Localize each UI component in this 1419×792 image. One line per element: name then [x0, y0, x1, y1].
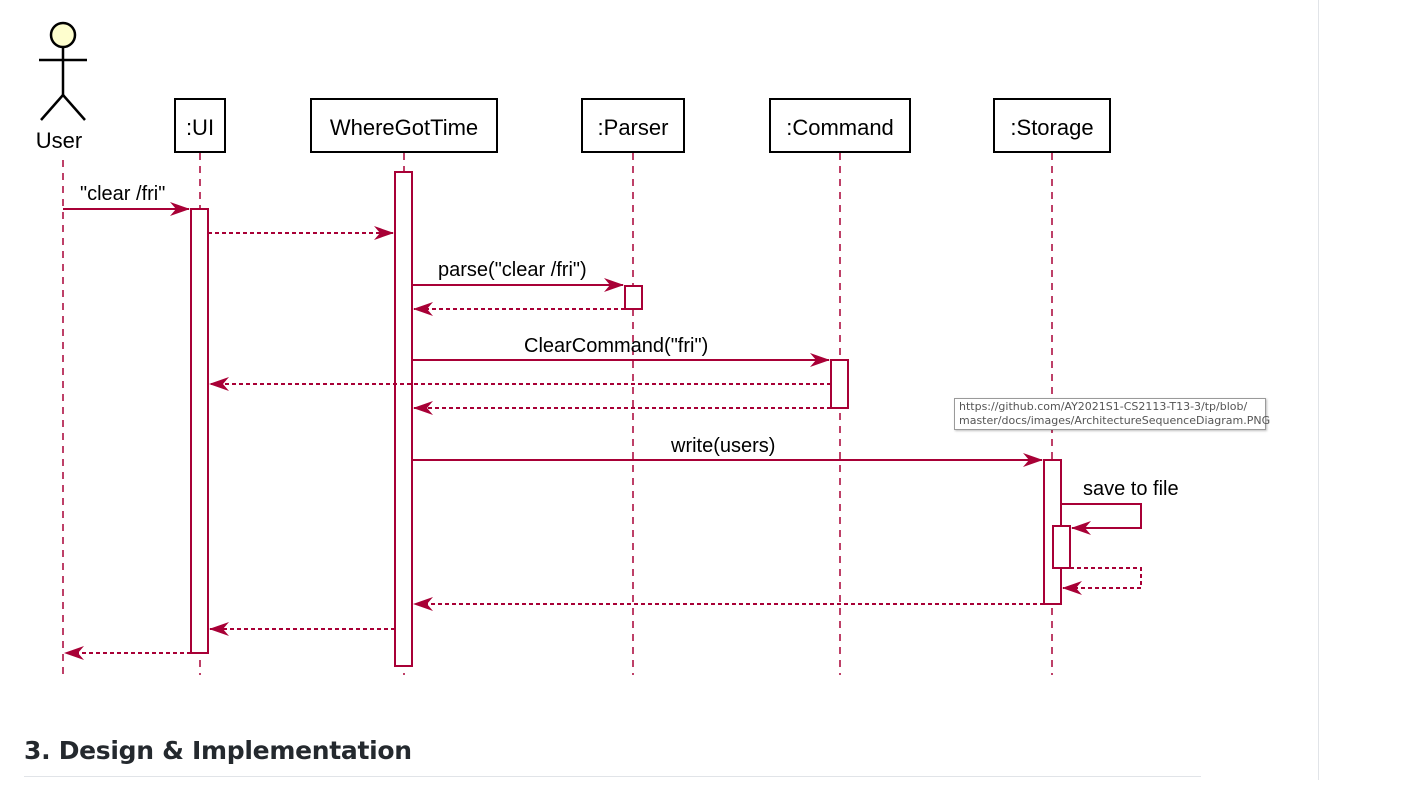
storage-nested-activation	[1052, 525, 1071, 569]
command-activation	[830, 359, 849, 409]
participant-storage-label: :Storage	[1010, 115, 1093, 140]
msg-clearcommand-label: ClearCommand("fri")	[524, 335, 708, 357]
msg-save-return-arrow	[1062, 567, 1142, 595]
section-heading: 3. Design & Implementation	[24, 736, 412, 765]
actor-head	[49, 21, 77, 49]
actor-label: User	[36, 128, 82, 153]
participant-storage-box	[993, 98, 1111, 153]
tooltip-line-2: master/docs/images/ArchitectureSequenceD…	[959, 414, 1271, 427]
participant-command-box	[769, 98, 911, 153]
image-url-tooltip: https://github.com/AY2021S1-CS2113-T13-3…	[954, 398, 1271, 430]
wheregottime-activation	[394, 171, 413, 667]
msg-save-self-arrow	[1061, 503, 1142, 535]
sequence-diagram: User :UI WhereGotTime :Parser :Command :…	[36, 21, 1179, 675]
msg-write-label: write(users)	[670, 435, 775, 457]
parser-activation	[624, 285, 643, 310]
msg-clear-label: "clear /fri"	[80, 183, 165, 205]
user-actor: User	[36, 21, 87, 153]
heading-underline	[24, 776, 1201, 777]
participant-ui-box	[174, 98, 226, 153]
participant-wheregottime-label: WhereGotTime	[330, 115, 478, 140]
participant-wheregottime-box	[310, 98, 498, 153]
msg-save-label: save to file	[1083, 478, 1179, 500]
participant-command-label: :Command	[786, 115, 894, 140]
msg-parse-label: parse("clear /fri")	[438, 259, 587, 281]
tooltip-line-1: https://github.com/AY2021S1-CS2113-T13-3…	[959, 400, 1248, 413]
participant-ui-label: :UI	[186, 115, 214, 140]
participant-parser-label: :Parser	[598, 115, 669, 140]
ui-activation	[190, 208, 209, 654]
sidebar-divider	[1318, 0, 1319, 780]
participant-parser-box	[581, 98, 685, 153]
